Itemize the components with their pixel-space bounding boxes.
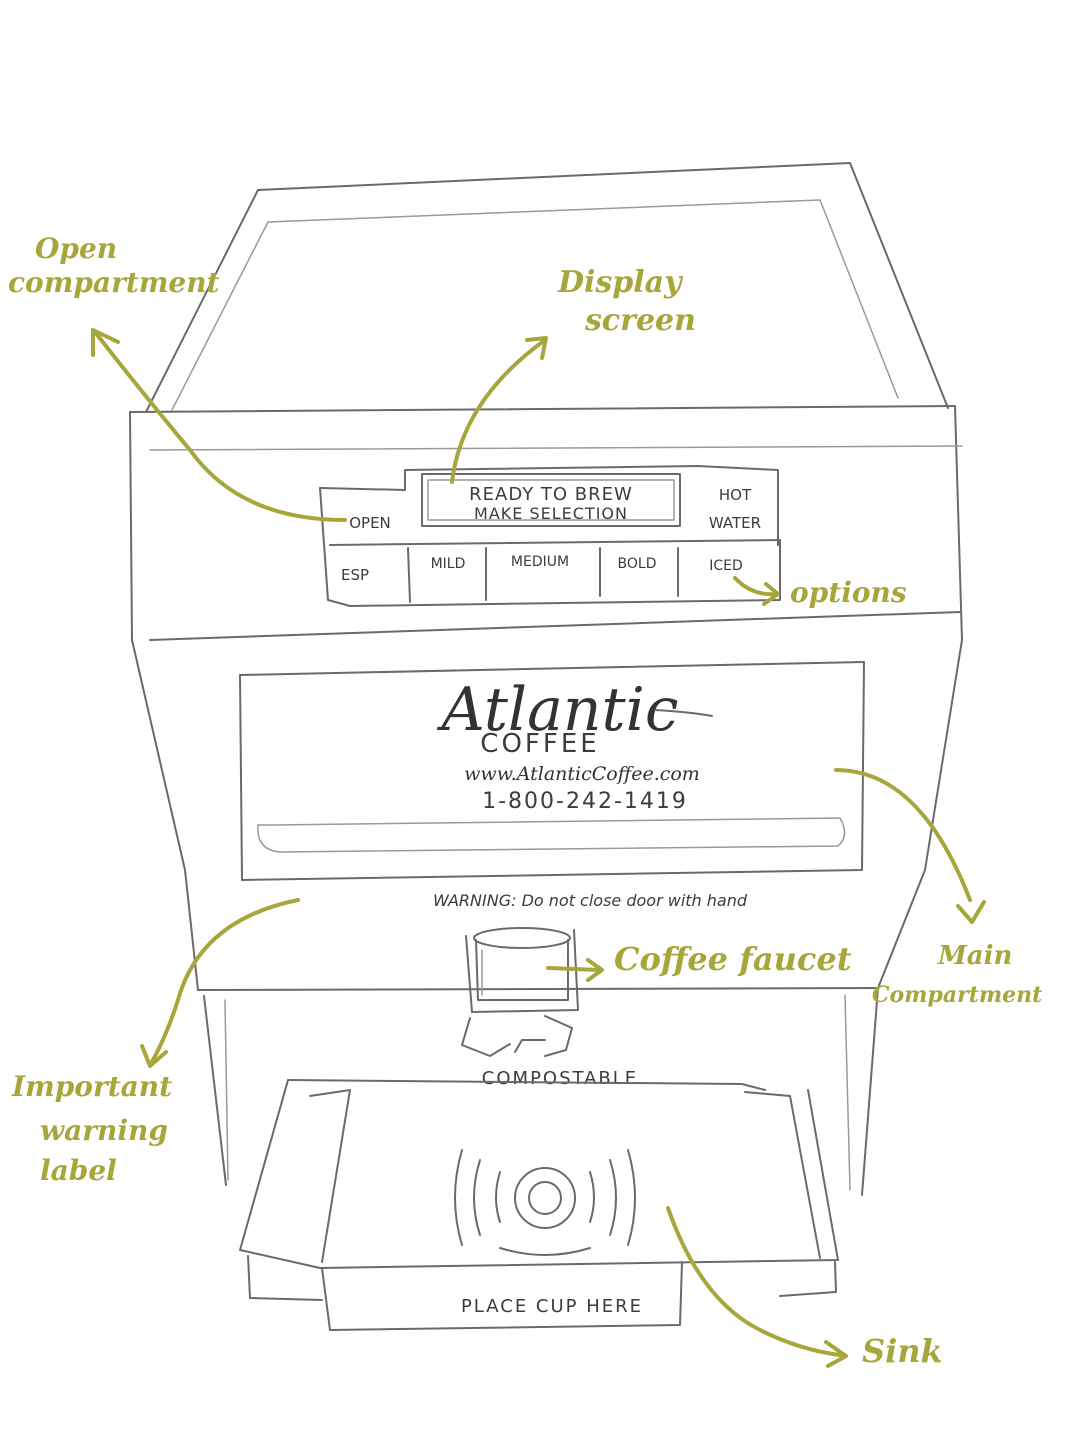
button-bold-label: BOLD xyxy=(618,556,657,572)
display-screen: READY TO BREW MAKE SELECTION xyxy=(421,473,681,527)
annotation-warning-label-line1: Important xyxy=(11,1070,172,1103)
brand-phone: 1-800-242-1419 xyxy=(482,789,688,814)
annotation-options: options xyxy=(733,576,907,609)
button-mild[interactable]: MILD xyxy=(410,550,484,595)
annotation-display-screen-line1: Display xyxy=(557,265,684,300)
button-open[interactable]: OPEN xyxy=(330,500,405,540)
warning-label: WARNING: Do not close door with hand xyxy=(433,891,748,910)
annotation-warning-label-line2: warning xyxy=(40,1114,168,1147)
control-panel xyxy=(319,465,781,607)
annotation-coffee-faucet-label: Coffee faucet xyxy=(614,940,852,978)
annotation-main-compartment-line1: Main xyxy=(937,941,1012,971)
annotation-open-compartment: Open compartment xyxy=(8,232,347,522)
button-open-label: OPEN xyxy=(349,514,391,532)
annotation-warning-label: Important warning label xyxy=(11,898,300,1187)
button-mild-label: MILD xyxy=(431,556,466,572)
annotation-display-screen: Display screen xyxy=(450,265,696,484)
button-medium[interactable]: MEDIUM xyxy=(488,550,598,595)
button-hot-water-label-2: WATER xyxy=(709,514,761,532)
sink: PLACE CUP HERE xyxy=(239,1079,839,1331)
compostable-label: COMPOSTABLE xyxy=(482,1068,638,1089)
button-hot-water[interactable]: HOT WATER xyxy=(696,478,774,540)
brand-product: COFFEE xyxy=(480,729,599,759)
button-esp-label: ESP xyxy=(341,566,369,584)
main-compartment: Atlantic COFFEE www.AtlanticCoffee.com 1… xyxy=(239,661,865,881)
annotation-open-compartment-line2: compartment xyxy=(8,266,220,299)
button-bold[interactable]: BOLD xyxy=(602,550,676,595)
annotation-main-compartment-line2: Compartment xyxy=(872,982,1042,1008)
display-line-1: READY TO BREW xyxy=(469,484,633,505)
cup-placement-label: PLACE CUP HERE xyxy=(461,1296,643,1317)
compostable-icon xyxy=(461,1015,573,1057)
annotation-sink-label: Sink xyxy=(862,1332,943,1370)
button-iced-label: ICED xyxy=(709,558,743,574)
annotation-sink: Sink xyxy=(666,1206,943,1370)
annotation-options-label: options xyxy=(790,576,907,609)
button-iced[interactable]: ICED xyxy=(680,550,778,595)
machine-body xyxy=(129,162,963,1196)
annotation-open-compartment-line1: Open xyxy=(35,232,117,265)
button-hot-water-label-1: HOT xyxy=(719,486,752,504)
annotation-warning-label-line3: label xyxy=(40,1154,117,1187)
brand-name: Atlantic xyxy=(437,675,679,745)
display-line-2: MAKE SELECTION xyxy=(474,504,628,523)
annotation-coffee-faucet: Coffee faucet xyxy=(546,940,852,982)
annotation-display-screen-line2: screen xyxy=(584,303,696,338)
annotation-main-compartment: Main Compartment xyxy=(834,768,1042,1008)
button-esp[interactable]: ESP xyxy=(330,550,406,595)
button-medium-label: MEDIUM xyxy=(511,554,569,570)
brand-website: www.AtlanticCoffee.com xyxy=(464,763,700,785)
cup-target-icon xyxy=(454,1149,636,1256)
